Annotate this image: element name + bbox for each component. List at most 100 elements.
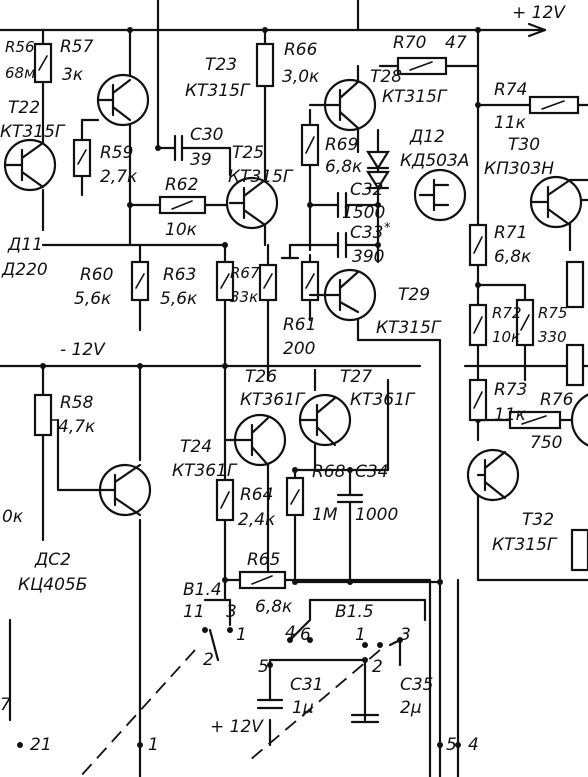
resistor-r58 <box>33 393 59 437</box>
label-r64-ref: R64 <box>240 485 273 505</box>
label-t29-type: КТ315Г <box>376 318 442 338</box>
label-c30-ref: C30 <box>190 125 224 145</box>
label-r59-ref: R59 <box>100 143 133 163</box>
transistor-right-edge <box>570 393 588 447</box>
label-c32-value: 1500 <box>342 203 385 223</box>
capacitor-c33 <box>336 231 348 259</box>
label-b14-pin1: 1 <box>236 625 247 645</box>
label-b15-ref: В1.5 <box>335 602 374 622</box>
label-c35-ref: C35 <box>400 675 434 695</box>
label-c33-value: 390 <box>352 247 384 267</box>
resistor-r69 <box>300 123 320 167</box>
transistor-t27 <box>298 393 352 447</box>
label-r75-value: 330 <box>538 328 567 346</box>
wire-r58-wiper <box>56 418 102 492</box>
label-t22-type: КТ315Г <box>0 122 66 142</box>
label-t24-type: КТ361Г <box>172 461 238 481</box>
label-r57-ref: R57 <box>60 37 94 57</box>
label-r75-ref: R75 <box>538 304 568 322</box>
label-partial-value: 0к <box>2 507 24 527</box>
label-r70-ref: R70 <box>393 33 426 53</box>
label-t30-type: КП303Н <box>484 159 554 179</box>
resistor-right-edge-2 <box>565 343 585 387</box>
label-c34-ref: C34 <box>355 462 389 482</box>
transistor-t24 <box>98 463 152 517</box>
resistor-r59 <box>72 138 92 178</box>
wire-b15-top <box>288 598 427 642</box>
label-r70-value: 47 <box>445 33 467 53</box>
transistor-t32 <box>466 448 520 502</box>
switch-contacts <box>17 627 403 748</box>
capacitor-c31 <box>256 698 284 710</box>
label-r74-value: 11к <box>494 113 527 133</box>
diodes <box>366 150 390 191</box>
resistor-r56 <box>33 42 53 84</box>
label-r73-ref: R73 <box>494 380 527 400</box>
resistor-r70 <box>396 56 448 76</box>
label-minus-12v: - 12V <box>60 340 106 360</box>
resistor-r60 <box>130 260 150 302</box>
label-r68-ref: R68 <box>312 462 346 482</box>
resistor-r75 <box>515 298 535 347</box>
label-t26-type: КТ361Г <box>240 390 306 410</box>
label-b15-pin2: 2 <box>372 657 383 677</box>
label-t28-type: КТ315Г <box>382 87 448 107</box>
label-t23-ref: T23 <box>205 55 237 75</box>
label-r65-value: 6,8к <box>255 597 293 617</box>
wire-b15-pin3 <box>388 638 402 667</box>
label-r71-ref: R71 <box>494 223 527 243</box>
wire-t29 <box>356 308 442 442</box>
label-c34-value: 1000 <box>355 505 398 525</box>
labels: + 12V - 12V + 12V R56 68м R57 3к R59 2,7… <box>0 3 574 755</box>
label-t27-ref: T27 <box>340 367 372 387</box>
label-t28-ref: T28 <box>370 67 402 87</box>
label-terminal-1: 1 <box>148 735 159 755</box>
wire-b14 <box>203 598 232 627</box>
label-r76-ref: R76 <box>540 390 574 410</box>
transistors <box>3 73 588 517</box>
label-c30-value: 39 <box>190 150 212 170</box>
wire-t32 <box>476 468 588 582</box>
wire-b14-pin2 <box>208 628 220 662</box>
wire-r72-r75 <box>476 283 527 302</box>
label-b14-ref: В1.4 <box>183 580 222 600</box>
resistor-r73 <box>468 378 488 422</box>
label-r69-ref: R69 <box>325 135 358 155</box>
label-r64-value: 2,4к <box>238 510 276 530</box>
label-r58-ref: R58 <box>60 393 94 413</box>
resistors <box>33 42 588 590</box>
label-plus-12v-bottom: + 12V <box>210 717 264 737</box>
resistor-r61 <box>300 260 320 302</box>
resistor-r65 <box>238 570 287 590</box>
label-r66-ref: R66 <box>284 40 318 60</box>
label-t23-type: КТ315Г <box>185 81 251 101</box>
label-r58-value: 4,7к <box>58 417 96 437</box>
label-r76-value: 750 <box>530 433 562 453</box>
label-b15-pin3: 3 <box>400 625 411 645</box>
transistor-t22 <box>3 138 57 192</box>
label-plus-12v: + 12V <box>512 3 566 23</box>
capacitor-c30 <box>173 134 192 162</box>
label-r68-value: 1М <box>312 505 338 525</box>
label-c31-ref: C31 <box>290 675 324 695</box>
label-c33-mark: * <box>384 221 391 236</box>
label-b15-pin1: 1 <box>355 625 366 645</box>
switch-linkage-dashed <box>79 649 196 777</box>
label-r56-value: 68м <box>5 64 35 82</box>
label-t29-ref: T29 <box>398 285 430 305</box>
label-edge-7: 7 <box>0 695 11 715</box>
wire-r59 <box>80 118 100 197</box>
label-terminal-5: 5 <box>446 735 457 755</box>
label-r59-value: 2,7к <box>100 167 138 187</box>
transistor-t26 <box>223 413 287 467</box>
label-c35-value: 2μ <box>400 698 422 718</box>
transistor-t25 <box>225 176 279 230</box>
transistor-t29 <box>308 268 377 322</box>
label-bridge-type: КЦ405Б <box>18 575 87 595</box>
label-r67-ref: R67 <box>230 264 260 282</box>
label-t26-ref: T26 <box>245 367 277 387</box>
resistor-r63 <box>215 260 235 302</box>
label-d11-type: Д220 <box>1 260 48 280</box>
label-bridge-ref: ДС2 <box>34 550 71 570</box>
